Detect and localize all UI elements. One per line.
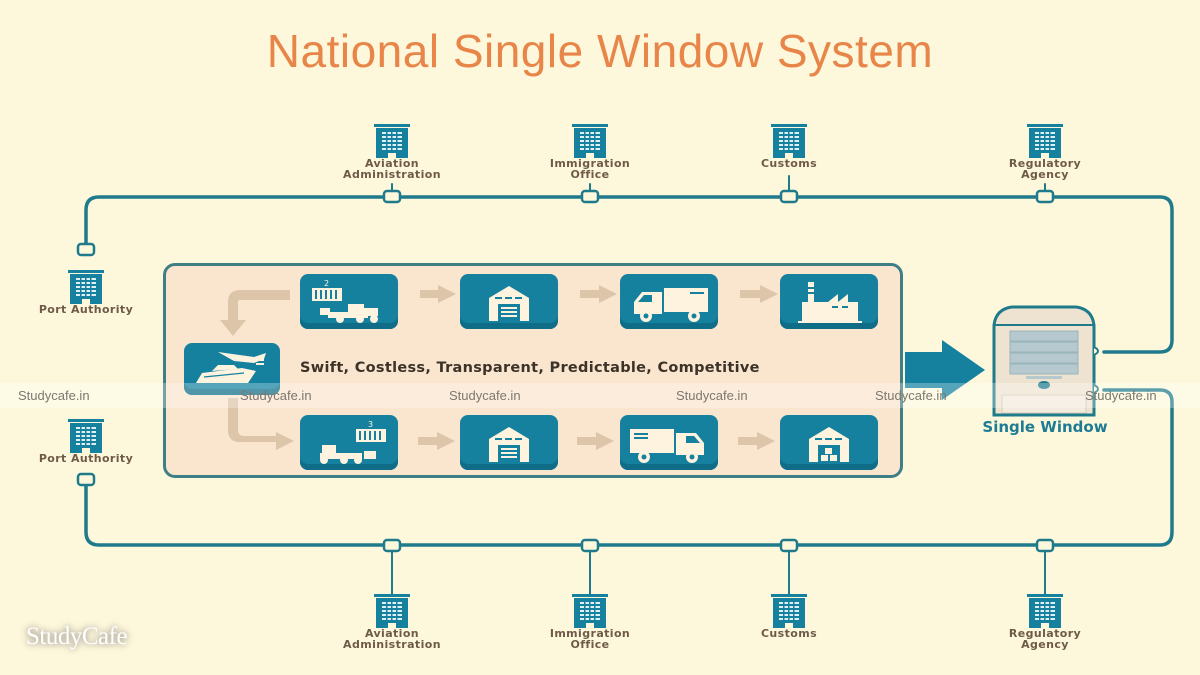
- agency-regulatory-agency-top[interactable]: Regulatory Agency: [965, 124, 1125, 180]
- agency-regulatory-agency-bottom[interactable]: Regulatory Agency: [965, 594, 1125, 650]
- connector-node: [779, 189, 799, 204]
- connector-node: [76, 242, 96, 257]
- truck-icon: [630, 429, 704, 463]
- agency-label: Office: [570, 638, 610, 651]
- agency-label: Immigration: [549, 627, 631, 640]
- agency-label: Customs: [760, 627, 818, 640]
- connector-node: [1035, 538, 1055, 553]
- agency-port-authority-lower[interactable]: Port Authority: [6, 419, 166, 464]
- to-single-window-arrow: [905, 340, 985, 400]
- connector-node: [580, 189, 600, 204]
- watermark-text: Studycafe.in: [875, 388, 947, 403]
- agency-aviation-administration-bottom[interactable]: Aviation Administration: [312, 594, 472, 650]
- process-step-loading-top[interactable]: 2: [300, 274, 398, 329]
- flow-arrow-curve-right: [228, 398, 294, 450]
- single-window-label: Single Window: [982, 418, 1108, 436]
- agency-customs-bottom[interactable]: Customs: [709, 594, 869, 639]
- forklift-container-icon: 3: [320, 420, 386, 464]
- process-step-transport-bottom[interactable]: [620, 415, 718, 470]
- agency-label: Administration: [343, 638, 441, 651]
- svg-text:3: 3: [368, 420, 373, 429]
- connector-node: [580, 538, 600, 553]
- process-step-loading-bottom[interactable]: 3: [300, 415, 398, 470]
- svg-text:2: 2: [324, 279, 329, 288]
- watermark-text: Studycafe.in: [1085, 388, 1157, 403]
- agency-label: Port Authority: [38, 303, 134, 316]
- watermark-text: Studycafe.in: [676, 388, 748, 403]
- bottom-bus-line: [84, 388, 1174, 547]
- flow-arrow-right: [418, 432, 455, 450]
- process-step-warehouse-delivery[interactable]: [780, 415, 878, 470]
- process-hub-air-sea[interactable]: [184, 343, 280, 395]
- watermark-band: [0, 383, 1200, 408]
- truck-icon: [634, 288, 708, 322]
- forklift-container-icon: 2: [312, 279, 378, 323]
- agency-aviation-administration-top[interactable]: Aviation Administration: [312, 124, 472, 180]
- agency-label: Agency: [1021, 168, 1069, 181]
- flow-arrow-left: [740, 285, 778, 303]
- process-step-factory[interactable]: [780, 274, 878, 329]
- warehouse-goods-icon: [809, 427, 849, 462]
- flow-arrow-left: [580, 285, 617, 303]
- agency-label: Office: [570, 168, 610, 181]
- flow-arrow-right: [577, 432, 614, 450]
- flow-arrow-right: [738, 432, 775, 450]
- studycafe-brand-logo: StudyCafe: [26, 623, 128, 650]
- warehouse-icon: [489, 286, 529, 321]
- agency-label: Immigration: [549, 157, 631, 170]
- watermark-text: Studycafe.in: [240, 388, 312, 403]
- connector-node: [1035, 189, 1055, 204]
- agency-label: Aviation: [364, 157, 420, 170]
- agency-customs-top[interactable]: Customs: [709, 124, 869, 169]
- watermark-text: Studycafe.in: [18, 388, 90, 403]
- agency-immigration-office-top[interactable]: Immigration Office: [510, 124, 670, 180]
- process-step-warehouse-bottom[interactable]: [460, 415, 558, 470]
- agency-label: Administration: [343, 168, 441, 181]
- process-motto: Swift, Costless, Transparent, Predictabl…: [300, 360, 760, 376]
- connector-node: [382, 189, 402, 204]
- agency-label: Port Authority: [38, 452, 134, 465]
- agency-label: Regulatory: [1008, 627, 1082, 640]
- process-step-warehouse-top[interactable]: [460, 274, 558, 329]
- page-title: National Single Window System: [266, 25, 934, 77]
- flow-arrow-curve-down: [220, 290, 290, 336]
- warehouse-icon: [489, 427, 529, 462]
- agency-label: Agency: [1021, 638, 1069, 651]
- agency-label: Aviation: [364, 627, 420, 640]
- top-bus-line: [84, 195, 1174, 354]
- process-step-transport-top[interactable]: [620, 274, 718, 329]
- agency-immigration-office-bottom[interactable]: Immigration Office: [510, 594, 670, 650]
- connector-node: [382, 538, 402, 553]
- agency-label: Customs: [760, 157, 818, 170]
- agency-port-authority-upper[interactable]: Port Authority: [6, 270, 166, 315]
- plane-ship-icon: [196, 352, 266, 383]
- connector-node: [779, 538, 799, 553]
- factory-icon: [798, 282, 862, 323]
- flow-arrow-left: [420, 285, 456, 303]
- watermark-text: Studycafe.in: [449, 388, 521, 403]
- connector-node: [76, 472, 96, 487]
- agency-label: Regulatory: [1008, 157, 1082, 170]
- kiosk-icon[interactable]: [988, 303, 1100, 418]
